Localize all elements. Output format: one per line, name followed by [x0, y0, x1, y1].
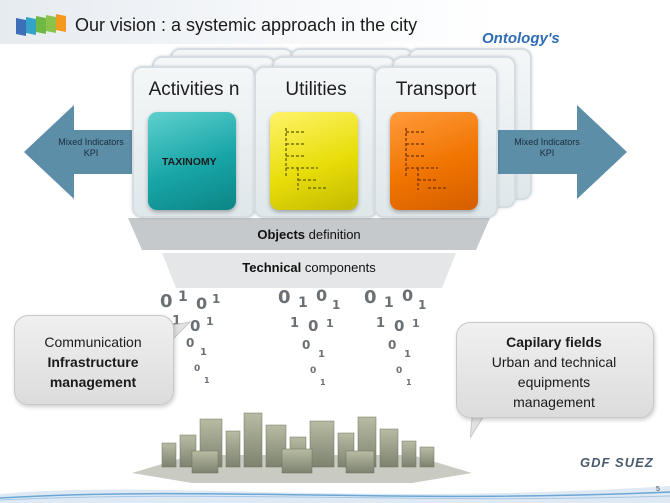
svg-text:0: 0 — [388, 338, 396, 352]
svg-text:1: 1 — [376, 316, 385, 331]
svg-text:0: 0 — [364, 287, 377, 308]
svg-text:1: 1 — [290, 316, 299, 331]
svg-text:1: 1 — [212, 292, 220, 306]
tree-structure-icon — [285, 128, 328, 190]
svg-text:1: 1 — [178, 289, 188, 305]
card-activities: Activities n TAXINOMY — [132, 66, 256, 218]
right-arrow-label: Mixed Indicators KPI — [514, 137, 580, 158]
svg-text:1: 1 — [384, 295, 394, 311]
objects-definition-label: Objects definition — [257, 227, 361, 242]
svg-text:1: 1 — [298, 295, 308, 311]
svg-text:1: 1 — [320, 378, 326, 387]
card-title: Activities n — [148, 79, 240, 100]
city-illustration — [132, 412, 472, 483]
communication-bubble — [14, 315, 174, 405]
svg-text:0: 0 — [190, 317, 200, 335]
card-utilities: Utilities — [254, 66, 378, 218]
right-arrow-icon — [462, 105, 627, 199]
svg-text:0: 0 — [160, 291, 173, 312]
communication-text: Communication Infrastructure management — [44, 334, 142, 390]
svg-text:1: 1 — [404, 349, 411, 360]
svg-text:0: 0 — [394, 317, 404, 335]
card-title: Transport — [395, 79, 477, 100]
capilary-bubble — [456, 322, 654, 418]
svg-text:1: 1 — [332, 298, 340, 312]
logo-icon — [16, 14, 66, 36]
svg-text:0: 0 — [308, 317, 318, 335]
ontology-label: Ontology's — [482, 30, 560, 47]
svg-text:0: 0 — [316, 286, 327, 305]
svg-text:0: 0 — [186, 336, 194, 350]
tree-structure-icon — [405, 128, 448, 190]
binary-data-stream-icon: 0 1 0 1 1 0 1 0 1 0 1 0 1 0 1 1 0 1 0 1 … — [160, 286, 426, 387]
svg-text:1: 1 — [172, 314, 181, 329]
footer-wave — [0, 486, 670, 503]
svg-text:0: 0 — [396, 366, 402, 376]
left-arrow-label: Mixed Indicators KPI — [58, 137, 124, 158]
card-title: Utilities — [285, 79, 347, 100]
svg-text:0: 0 — [196, 294, 207, 313]
svg-text:1: 1 — [204, 376, 210, 385]
svg-text:1: 1 — [406, 378, 412, 387]
page-number: 5 — [656, 486, 660, 493]
svg-text:1: 1 — [200, 347, 207, 358]
transport-block — [390, 112, 478, 210]
svg-text:1: 1 — [412, 317, 420, 330]
svg-text:0: 0 — [310, 366, 316, 376]
left-arrow-icon — [24, 105, 189, 199]
gdf-suez-logo: GDF SUEZ — [580, 455, 654, 470]
svg-text:0: 0 — [402, 286, 413, 305]
svg-text:0: 0 — [278, 287, 291, 308]
svg-text:1: 1 — [326, 317, 334, 330]
utilities-block — [270, 112, 358, 210]
svg-text:0: 0 — [194, 364, 200, 374]
layers-funnel — [128, 218, 490, 288]
taxonomy-label: TAXINOMY — [162, 156, 217, 168]
svg-text:1: 1 — [206, 315, 214, 328]
svg-text:0: 0 — [302, 338, 310, 352]
title-bar — [0, 0, 500, 44]
capilary-text: Capilary fields Urban and technical equi… — [491, 334, 617, 410]
svg-text:1: 1 — [418, 298, 426, 312]
taxonomy-block: TAXINOMY — [148, 112, 236, 210]
page-title: Our vision : a systemic approach in the … — [75, 15, 418, 35]
technical-components-label: Technical components — [242, 260, 376, 275]
card-transport: Transport — [374, 66, 498, 218]
svg-text:1: 1 — [318, 349, 325, 360]
